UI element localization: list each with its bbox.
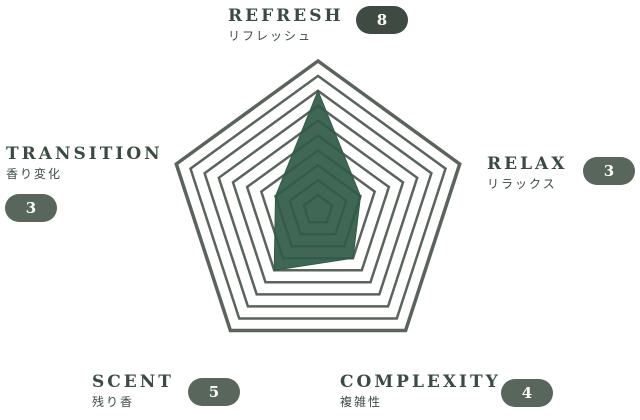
axis-label-refresh-jp: リフレッシュ: [228, 29, 313, 43]
axis-label-complexity-jp: 複雑性: [340, 395, 383, 409]
axis-label-transition-en: TRANSITION: [6, 144, 163, 164]
axis-label-scent-jp: 残り香: [92, 395, 135, 409]
score-badge-relax: 3: [583, 157, 635, 185]
axis-label-refresh-en: REFRESH: [228, 6, 344, 26]
axis-label-relax-en: RELAX: [487, 154, 568, 174]
score-badge-transition: 3: [5, 194, 57, 222]
radar-grid-ring: [217, 104, 419, 296]
axis-label-complexity-en: COMPLEXITY: [340, 372, 501, 392]
axis-label-scent: SCENT 残り香: [92, 372, 174, 410]
axis-label-scent-en: SCENT: [92, 372, 174, 392]
radar-grid-ring: [203, 89, 433, 308]
score-badge-scent: 5: [188, 378, 240, 406]
score-badge-complexity: 4: [501, 379, 553, 407]
radar-grid-ring: [174, 58, 462, 333]
axis-label-complexity: COMPLEXITY 複雑性: [340, 372, 501, 410]
radar-data-area: [273, 89, 362, 271]
axis-label-relax-jp: リラックス: [487, 177, 557, 191]
axis-label-transition: TRANSITION 香り変化: [6, 144, 163, 182]
axis-label-relax: RELAX リラックス: [487, 154, 567, 192]
score-badge-refresh: 8: [356, 6, 408, 34]
axis-label-refresh: REFRESH リフレッシュ: [228, 6, 344, 44]
axis-label-transition-jp: 香り変化: [6, 167, 63, 181]
radar-grid-ring: [231, 119, 405, 284]
radar-grid-ring: [189, 74, 447, 320]
radar-grid-ring: [245, 133, 391, 272]
